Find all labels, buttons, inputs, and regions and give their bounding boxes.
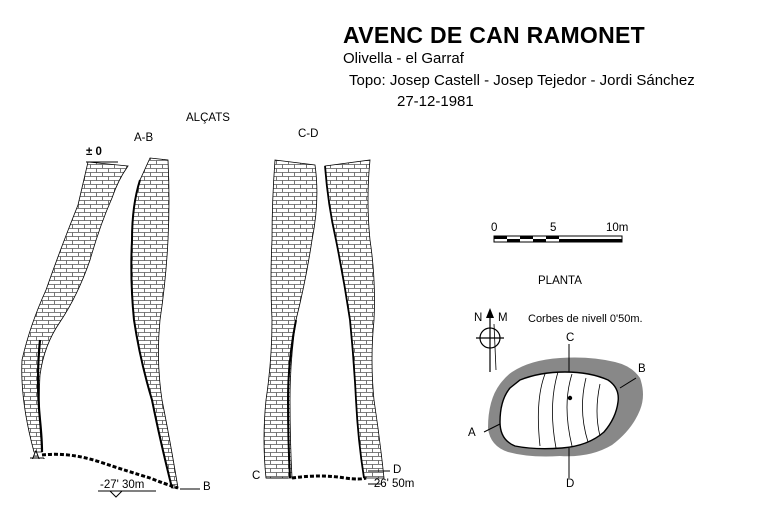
north-arrow-icon — [476, 308, 504, 372]
section-ab-right-wall — [130, 157, 179, 489]
section-cd-label: C-D — [298, 128, 319, 140]
survey-credits: Topo: Josep Castell - Josep Tejedor - Jo… — [349, 72, 695, 89]
plan-cave-outline — [499, 371, 619, 450]
plan-point-a: A — [468, 427, 476, 439]
top-datum-label: ± 0 — [86, 146, 102, 158]
contour-note: Corbes de nivell 0'50m. — [528, 313, 643, 325]
plan-point-c: C — [566, 332, 575, 344]
section-cd-elevation — [263, 159, 390, 485]
section-ab-label: A-B — [134, 132, 154, 144]
section-ab-point-a: A — [32, 450, 40, 462]
north-magnetic-label: M — [498, 312, 508, 324]
plan-heading: PLANTA — [538, 275, 582, 287]
scale-bar — [493, 235, 623, 243]
section-cd-depth: -26' 50m — [370, 478, 415, 490]
survey-date: 27-12-1981 — [397, 93, 474, 110]
section-cd-point-d: D — [393, 464, 402, 476]
plan-point-b: B — [638, 363, 646, 375]
section-cd-left-wall — [263, 159, 318, 479]
plan-point-d: D — [566, 478, 575, 490]
plan-view — [476, 308, 643, 478]
scale-tick-0: 0 — [491, 222, 498, 234]
scale-tick-10: 10m — [606, 222, 629, 234]
section-ab-point-b: B — [203, 481, 211, 493]
elevations-heading: ALÇATS — [186, 112, 230, 124]
section-ab-left-wall — [21, 161, 129, 453]
section-ab-elevation — [21, 157, 200, 498]
section-ab-depth: -27' 30m — [100, 479, 145, 491]
location-subtitle: Olivella - el Garraf — [343, 50, 464, 67]
section-cd-point-c: C — [252, 470, 261, 482]
section-cd-right-wall — [324, 159, 385, 479]
north-true-label: N — [474, 312, 483, 324]
scale-tick-5: 5 — [550, 222, 557, 234]
page-title: AVENC DE CAN RAMONET — [343, 22, 646, 48]
